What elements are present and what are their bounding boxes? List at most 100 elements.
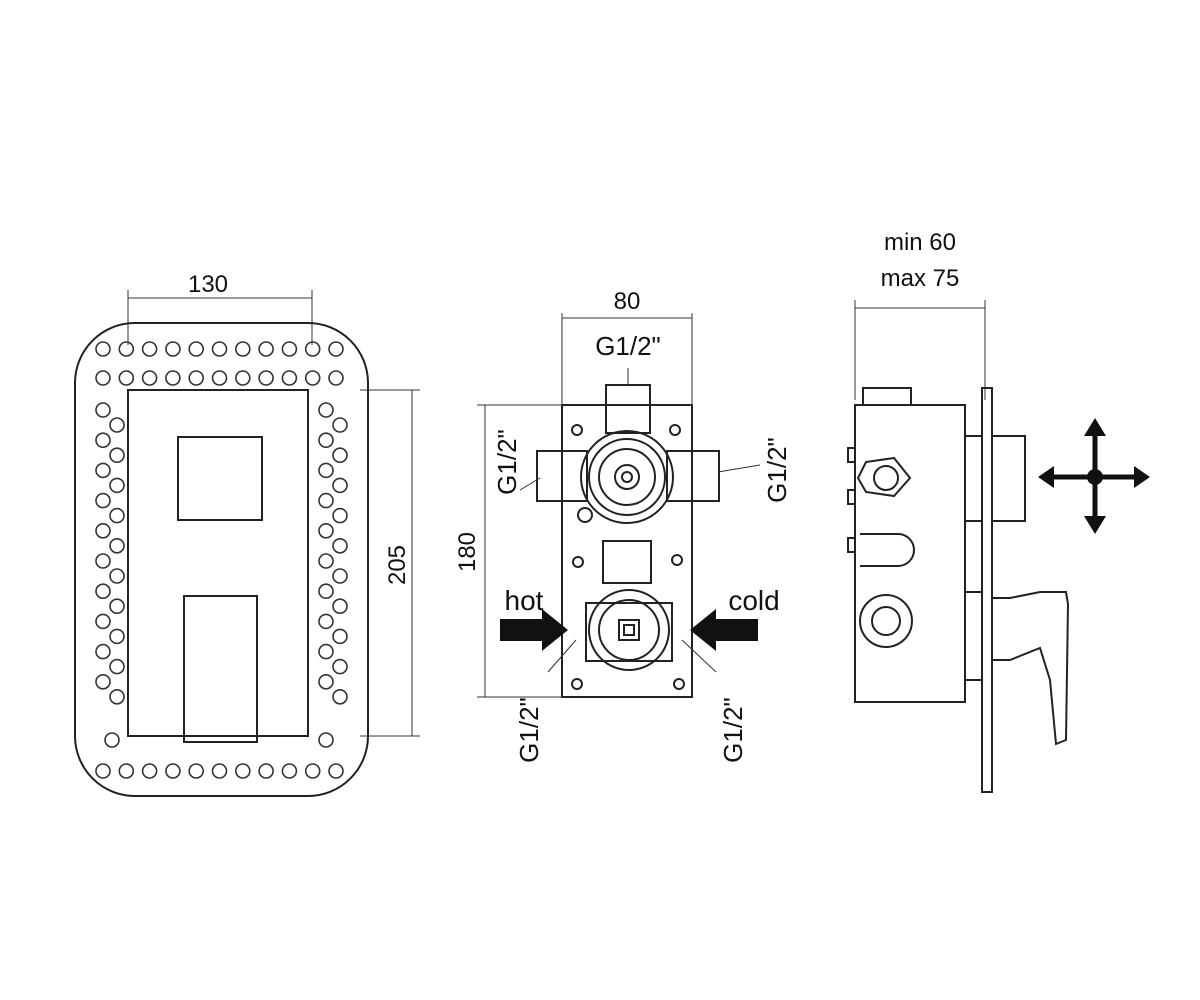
mounting-hole [304, 370, 321, 386]
mounting-hole [318, 553, 334, 569]
mounting-hole [211, 341, 228, 357]
side-view: min 60 max 75 [847, 229, 1150, 793]
width-dimension: 130 [188, 271, 228, 298]
mounting-hole [318, 613, 334, 630]
mounting-hole [332, 537, 348, 554]
mounting-hole [258, 370, 274, 386]
mounting-hole [95, 522, 111, 539]
mounting-hole [165, 341, 181, 357]
mounting-hole [318, 402, 334, 418]
bottom-left-port-label: G1/2" [514, 697, 544, 763]
mounting-hole [109, 507, 125, 524]
mounting-hole [328, 370, 344, 386]
upper-fitting-bore [873, 465, 899, 491]
hot-inlet-arrow-icon [500, 609, 568, 651]
mounting-hole [95, 673, 111, 690]
mixer-ring [598, 599, 660, 661]
leader-line [681, 639, 717, 673]
diverter-knob-side [991, 435, 1026, 522]
depth-max-label: max 75 [881, 265, 960, 292]
mounting-hole [318, 432, 334, 449]
left-outlet [536, 450, 588, 502]
mounting-hole [281, 763, 298, 779]
cold-inlet-arrow-icon [690, 609, 758, 651]
mounting-hole [332, 477, 348, 494]
mounting-hole [118, 370, 135, 386]
mounting-hole [318, 643, 334, 660]
cold-label: cold [728, 585, 779, 616]
mixer-spindle [618, 619, 640, 641]
mounting-hole [332, 688, 348, 705]
screw-icon [572, 556, 584, 568]
front-view: 130 205 [74, 271, 420, 797]
screw-icon [577, 507, 593, 523]
mounting-hole [211, 370, 228, 386]
height-dimension: 180 [454, 532, 481, 572]
body-view: 80 G1/2" 180 G1/2" G1/2" hot cold G1/2" … [454, 288, 792, 763]
mounting-hole [258, 763, 274, 779]
mounting-hole [332, 507, 348, 524]
mounting-hole [332, 568, 348, 584]
connecting-pipe [602, 540, 652, 584]
mixer-stem [964, 591, 983, 681]
mounting-hole [281, 341, 298, 357]
mounting-hole [118, 341, 135, 357]
diverter-stem [964, 435, 983, 522]
mounting-hole [95, 553, 111, 569]
leader-line [717, 464, 761, 473]
side-nub [847, 537, 856, 553]
mounting-hole [328, 341, 344, 357]
mounting-hole [95, 462, 111, 479]
mounting-hole [95, 643, 111, 660]
mounting-hole [109, 568, 125, 584]
screw-icon [669, 424, 681, 436]
depth-min-label: min 60 [884, 229, 956, 256]
square-knob [177, 436, 263, 521]
mounting-hole [332, 447, 348, 464]
mounting-hole [109, 477, 125, 494]
mounting-hole [318, 462, 334, 479]
mounting-hole [109, 658, 125, 675]
side-nub [847, 447, 856, 463]
screw-icon [671, 554, 683, 566]
diverter-outer-ring [580, 430, 674, 524]
lever-handle [183, 595, 258, 743]
mounting-hole [318, 732, 334, 748]
right-port-label: G1/2" [762, 437, 792, 503]
mounting-hole [332, 417, 348, 433]
hot-label: hot [505, 585, 544, 616]
mixer-outer-ring [588, 589, 670, 671]
adjustment-arrows-icon [1038, 418, 1150, 534]
diverter-spindle-center [621, 471, 633, 483]
mounting-hole [188, 763, 204, 779]
mounting-hole [109, 688, 125, 705]
mixer-spindle-core [623, 624, 635, 636]
mounting-hole [118, 763, 135, 779]
top-outlet [605, 384, 651, 434]
mounting-hole [165, 763, 181, 779]
mounting-hole [188, 341, 204, 357]
mounting-holes [95, 341, 348, 779]
mounting-hole [258, 341, 274, 357]
side-nub [847, 489, 856, 505]
wall-plate-side [981, 387, 993, 793]
mounting-hole [141, 763, 158, 779]
mounting-hole [109, 537, 125, 554]
valve-body-side [854, 404, 966, 703]
mounting-hole [109, 417, 125, 433]
bottom-right-port-label: G1/2" [718, 697, 748, 763]
mounting-hole [141, 370, 158, 386]
recess-outline [127, 389, 309, 737]
right-outlet [666, 450, 720, 502]
mounting-hole [188, 370, 204, 386]
lower-fitting-bore [871, 606, 901, 636]
diverter-ring [588, 438, 666, 516]
mounting-hole [235, 370, 251, 386]
mounting-hole [95, 402, 111, 418]
mounting-hole [95, 492, 111, 509]
top-outlet-side [862, 387, 912, 406]
mounting-hole [95, 341, 111, 357]
mounting-hole [328, 763, 344, 779]
screw-icon [673, 678, 685, 690]
